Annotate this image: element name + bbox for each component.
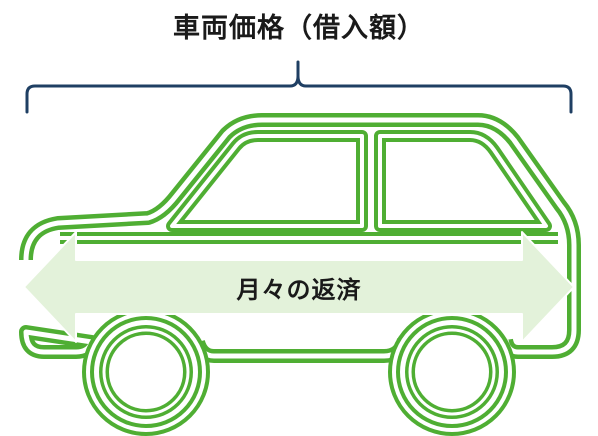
front-wheel-icon — [82, 308, 210, 436]
page-title: 車両価格（借入額） — [173, 13, 425, 44]
rear-wheel-icon — [388, 308, 516, 436]
repayment-double-arrow — [23, 231, 575, 343]
price-brace — [25, 60, 573, 114]
repayment-label: 月々の返済 — [236, 276, 362, 304]
car-windows-icon — [166, 130, 552, 232]
